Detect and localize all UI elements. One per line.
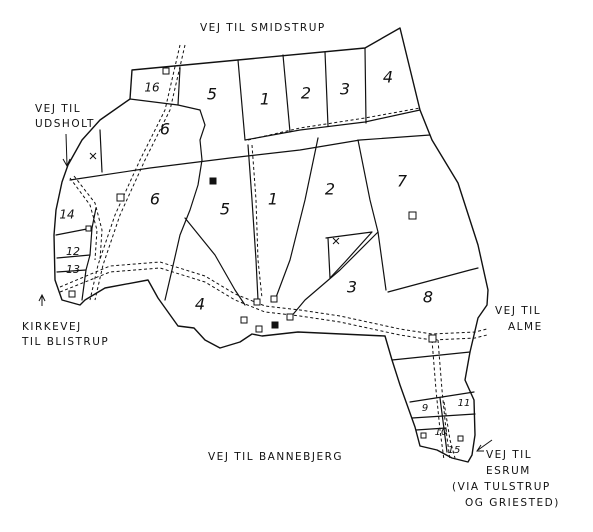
divider-5-1-top <box>237 59 246 141</box>
road-label-alme-1: VEJ TIL <box>495 305 541 317</box>
farm-building <box>428 334 437 343</box>
farm-building <box>270 295 278 303</box>
divider-13-south <box>56 269 87 273</box>
parcel-number: 9 <box>422 403 428 414</box>
divider-1-2-mid <box>274 137 319 301</box>
west-parcels-east-edge <box>81 207 97 301</box>
village-outer-boundary <box>53 27 489 463</box>
field-track-1 <box>251 144 263 299</box>
farm-building <box>253 298 261 306</box>
divider-9-10-vertical <box>439 397 448 453</box>
divider-12-13 <box>56 254 91 259</box>
parcel-number: 1 <box>268 190 278 209</box>
kirkevej-to-blistrup <box>59 267 488 341</box>
arrow-up-icon <box>38 293 46 306</box>
parcel-number: 12 <box>66 245 80 258</box>
road-to-esrum <box>431 339 445 461</box>
parcel-number: 16 <box>144 81 160 95</box>
farm-building <box>408 211 417 220</box>
parcel-number: 15 <box>448 445 461 456</box>
divider-9-10 <box>415 427 447 431</box>
farm-building <box>240 316 248 324</box>
road-to-smidstrup <box>94 44 186 301</box>
top-row-divider <box>244 109 421 141</box>
road-to-bannebjerg <box>443 401 456 459</box>
parcel-number: 14 <box>59 208 74 222</box>
divider-2-7 <box>357 139 387 291</box>
x-mark <box>332 237 340 245</box>
farm-building <box>286 313 294 321</box>
farm-building-solid <box>209 177 217 185</box>
road-label-alme-2: ALME <box>508 321 543 333</box>
farm-building <box>255 325 263 333</box>
parcel-number: 10 <box>435 427 448 438</box>
divider-1-2-top <box>282 54 291 133</box>
parcel-6-lower-east <box>164 159 203 301</box>
road-to-smidstrup-b <box>89 44 181 301</box>
divider-2-3-top <box>324 51 329 127</box>
farm-building <box>420 432 427 439</box>
parcel-x-plot <box>325 231 373 279</box>
farm-building <box>457 435 464 442</box>
farm-building <box>68 290 76 298</box>
divider-5-1-mid <box>247 144 259 301</box>
parcel-number: 13 <box>66 263 80 276</box>
parcel-number: 5 <box>220 200 230 219</box>
parcel-number: 6 <box>160 120 170 139</box>
parcel-5-top-west-edge <box>199 109 206 161</box>
farm-building <box>162 67 170 75</box>
parcel-number: 11 <box>458 398 471 409</box>
divider-3-4-top <box>364 47 367 124</box>
divider-8-south <box>391 351 471 361</box>
divider-16-5 <box>177 67 181 106</box>
parcel-number: 3 <box>340 80 350 99</box>
road-to-udsholt-b <box>73 175 103 261</box>
parcel-number: 7 <box>397 172 408 191</box>
parcel-number: 1 <box>260 90 270 109</box>
road-label-kirkevej-2: TIL BLISTRUP <box>21 336 109 348</box>
road-label-udsholt-2: UDSHOLT <box>35 118 95 130</box>
arrow-up-left-icon <box>476 439 493 452</box>
parcel-number: 5 <box>207 85 217 104</box>
central-boundary <box>69 134 431 181</box>
parcel-number: 6 <box>150 190 160 209</box>
divider-16-6 <box>129 98 201 111</box>
parcel-number: 4 <box>195 295 205 314</box>
parcel-number: 2 <box>301 84 311 103</box>
parcel-number: 8 <box>423 288 433 307</box>
road-label-bannebjerg: VEJ TIL BANNEBJERG <box>208 451 343 463</box>
road-label-kirkevej-1: KIRKEVEJ <box>22 321 82 333</box>
parcel-6-upper-divider <box>99 129 103 173</box>
divider-2-3-low <box>289 231 379 319</box>
divider-7-8 <box>387 267 479 293</box>
farm-building <box>85 225 92 232</box>
road-to-udsholt <box>69 177 98 261</box>
parcel-number: 4 <box>383 68 393 87</box>
parcel-5-mid-south <box>184 217 246 306</box>
farm-building-solid <box>271 321 279 329</box>
road-label-udsholt-1: VEJ TIL <box>35 103 81 115</box>
road-label-smidstrup: VEJ TIL SMIDSTRUP <box>200 22 326 34</box>
road-label-esrum-2: ESRUM <box>486 465 531 477</box>
kirkevej-to-blistrup-b <box>59 261 488 335</box>
divider-10-15 <box>411 413 476 419</box>
x-mark <box>89 152 97 160</box>
arrow-down-icon <box>62 133 71 168</box>
road-to-esrum-b <box>437 339 451 461</box>
road-label-esrum-1: VEJ TIL <box>486 449 532 461</box>
parcel-number: 3 <box>347 278 357 297</box>
parcel-number: 2 <box>325 180 335 199</box>
divider-9-11 <box>409 391 475 403</box>
road-label-esrum-4: OG GRIESTED) <box>465 497 560 509</box>
farm-building <box>116 193 125 202</box>
road-label-esrum-3: (VIA TULSTRUP <box>452 481 551 493</box>
